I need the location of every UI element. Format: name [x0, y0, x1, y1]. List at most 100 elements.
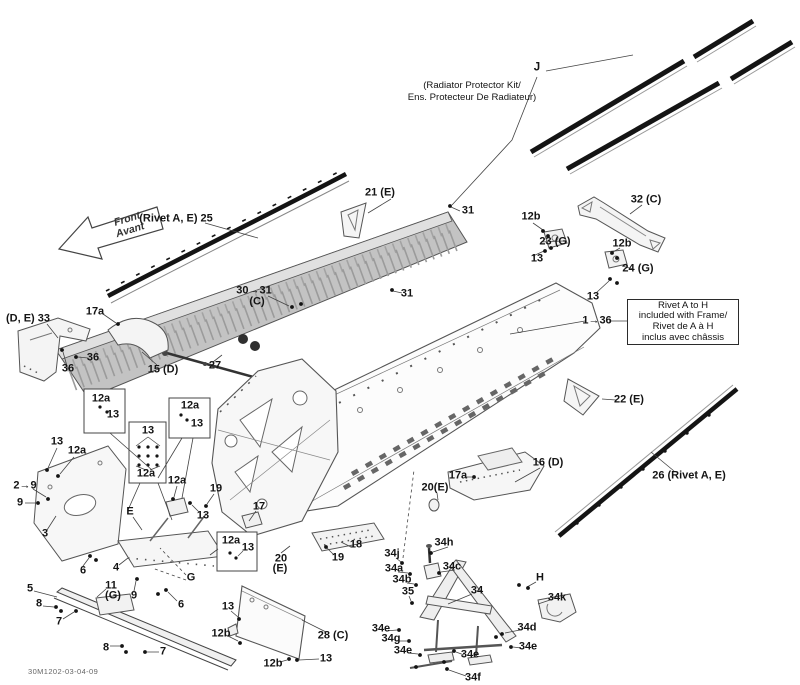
- frame-bulkhead: [211, 358, 339, 537]
- note-box-line1: Rivet A to H: [657, 299, 709, 311]
- callout-12a: 12a: [67, 444, 87, 457]
- callout-12a: 12a: [91, 392, 111, 405]
- bracket-15d: [107, 317, 169, 359]
- callout-12a: 12a: [136, 467, 156, 480]
- callout-27: 27: [208, 359, 222, 372]
- callout-12a: 12a: [180, 399, 200, 412]
- callout-boxes: [83, 388, 258, 572]
- callout-g: G: [186, 571, 196, 584]
- callout-31: 31: [400, 287, 414, 300]
- callout-c: (C): [249, 295, 265, 308]
- callout-9: 9: [130, 589, 138, 602]
- callout-36: 36: [86, 351, 100, 364]
- callout-34g: 34g: [381, 632, 401, 645]
- callout-8: 8: [102, 641, 110, 654]
- callout-13: 13: [319, 652, 333, 665]
- callout-20: 20: [274, 552, 288, 565]
- callout-13: 13: [586, 290, 600, 303]
- bracket-32c: [577, 196, 666, 253]
- radiator-kit-note-line2: Ens. Protecteur De Radiateur): [407, 91, 537, 103]
- leader-lines: [25, 54, 675, 677]
- callout-box-rivet-glyphs: [98, 405, 244, 560]
- callout-6: 6: [177, 598, 185, 611]
- footrest-16d: [428, 447, 545, 512]
- callout-12b: 12b: [612, 237, 632, 250]
- callout-e: E: [126, 505, 134, 518]
- callout-13: 13: [190, 417, 204, 430]
- callout-34c: 34c: [442, 560, 462, 573]
- callout-34j: 34j: [384, 547, 400, 560]
- callout-d-e-33: (D, E) 33: [5, 312, 51, 325]
- radiator-panel-28: [227, 585, 306, 660]
- callout-e: (E): [272, 562, 288, 575]
- callout-12a: 12a: [167, 474, 187, 487]
- callout-35: 35: [401, 585, 415, 598]
- callout-21-e: 21 (E): [365, 186, 395, 199]
- callout-9: 9: [16, 496, 24, 509]
- callout-34d: 34d: [517, 621, 537, 634]
- callout-7: 7: [55, 615, 63, 628]
- bracket-33: [17, 317, 91, 382]
- callout-h: H: [536, 571, 544, 584]
- callout-11: 11: [105, 579, 117, 592]
- callout-19: 19: [209, 482, 223, 495]
- callout-13: 13: [106, 408, 120, 421]
- callout-5: 5: [26, 582, 34, 595]
- callout-13: 13: [141, 424, 155, 437]
- callout-4: 4: [112, 561, 120, 574]
- callout-13: 13: [50, 435, 64, 448]
- callout-7: 7: [159, 645, 167, 658]
- callout-13: 13: [196, 509, 210, 522]
- running-board: [53, 587, 237, 671]
- callout-34f: 34f: [465, 671, 481, 684]
- callout-26-rivet-a-e: 26 (Rivet A, E): [652, 469, 726, 482]
- callout-13: 13: [221, 600, 235, 613]
- bracket-17: [165, 497, 263, 529]
- callout-34e: 34e: [371, 622, 391, 635]
- callout-17: 17: [252, 500, 266, 513]
- callout-1-36: 1→36: [582, 314, 612, 327]
- note-box-line2: included with Frame/: [638, 310, 728, 322]
- callout-g: (G): [105, 589, 121, 602]
- rail-26: [554, 384, 739, 538]
- callout-6: 6: [79, 564, 87, 577]
- rail-25: [105, 168, 350, 304]
- front-direction-arrow: Front Avant: [57, 206, 164, 260]
- callout-19: 19: [331, 551, 345, 564]
- callout-3: 3: [41, 527, 49, 540]
- callout-34b: 34b: [392, 573, 412, 586]
- callout-13: 13: [241, 541, 255, 554]
- radiator-kit-note-line1: (Radiator Protector Kit/: [423, 80, 521, 91]
- callout-28-c: 28 (C): [317, 629, 349, 642]
- callout-23-g: 23 (G): [539, 235, 571, 248]
- callout-34k: 34k: [547, 591, 567, 604]
- callout-2-9: 2→9: [13, 479, 37, 492]
- callout-12b: 12b: [211, 627, 231, 640]
- note-box-line4: inclus avec châssis: [641, 331, 725, 343]
- callout-36: 36: [61, 362, 75, 375]
- callout-rivet-a-e-25: (Rivet A, E) 25: [139, 212, 213, 225]
- callout-18: 18: [349, 538, 363, 551]
- callout-34e: 34e: [393, 644, 413, 657]
- belly-pan-4: [117, 513, 225, 568]
- callout-31: 31: [461, 204, 475, 217]
- callout-34: 34: [470, 584, 484, 597]
- callout-j: J: [533, 61, 541, 74]
- frame-rivet-note-box: Rivet A to H included with Frame/ Rivet …: [627, 299, 739, 345]
- bracket-21e: [340, 202, 367, 239]
- callout-17a: 17a: [85, 305, 105, 318]
- callout-30-31: 30→31: [236, 284, 272, 297]
- callout-24-g: 24 (G): [622, 262, 654, 275]
- document-number: 30M1202-03-04-09: [28, 667, 99, 676]
- callout-34e: 34e: [518, 640, 538, 653]
- callout-32-c: 32 (C): [630, 193, 662, 206]
- radiator-kit-note: (Radiator Protector Kit/ Ens. Protecteur…: [382, 80, 562, 103]
- callout-20-e: 20(E): [421, 481, 449, 494]
- bracket-23g: [543, 228, 568, 249]
- callout-17a: 17a: [448, 469, 468, 482]
- radiator-protector-rails: [529, 18, 796, 175]
- callout-12a: 12a: [221, 534, 241, 547]
